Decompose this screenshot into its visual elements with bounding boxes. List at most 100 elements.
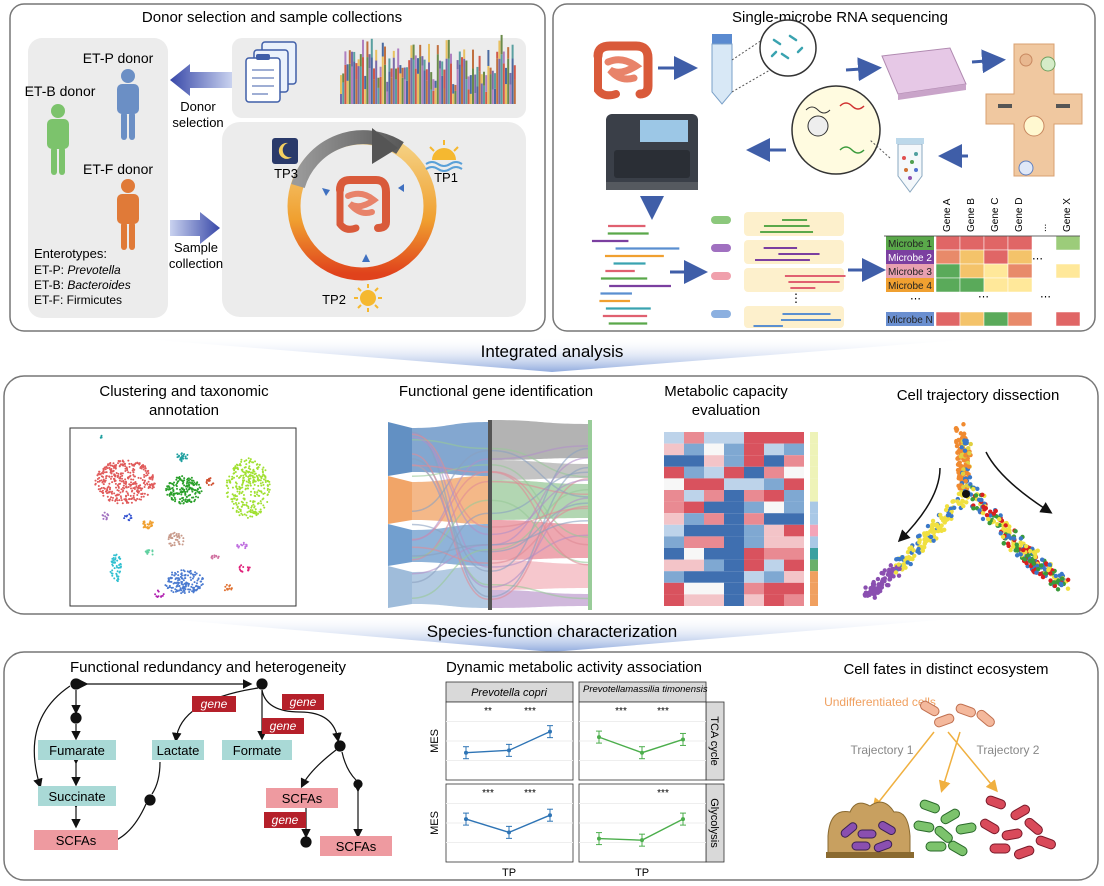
umap-point bbox=[175, 585, 178, 588]
umap-point bbox=[178, 578, 181, 581]
heatmap-annotation-cell bbox=[810, 559, 818, 572]
barcode-bar bbox=[340, 93, 342, 104]
umap-point bbox=[115, 497, 118, 500]
umap-point bbox=[137, 491, 140, 494]
umap-point bbox=[259, 482, 262, 485]
umap-point bbox=[225, 484, 228, 487]
umap-point bbox=[253, 483, 256, 486]
umap-point bbox=[240, 458, 243, 461]
trajectory-point bbox=[942, 518, 947, 524]
umap-point bbox=[96, 478, 99, 481]
barcode-bar bbox=[476, 86, 479, 104]
sankey-thread bbox=[411, 546, 489, 564]
umap-point bbox=[100, 434, 103, 437]
heatmap-cell bbox=[704, 443, 724, 456]
umap-point bbox=[231, 477, 234, 480]
umap-point bbox=[185, 487, 188, 490]
barcode-bar bbox=[487, 49, 490, 66]
trajectory-point bbox=[1023, 543, 1029, 549]
tp3-label: TP3 bbox=[274, 166, 298, 181]
fumarate-node bbox=[38, 740, 116, 760]
umap-point bbox=[169, 535, 172, 538]
barcode-bar bbox=[494, 88, 496, 104]
umap-point bbox=[213, 556, 216, 559]
umap-point bbox=[160, 595, 163, 598]
umap-point bbox=[174, 498, 177, 501]
trajectory-point bbox=[1039, 557, 1045, 562]
facet-point bbox=[548, 813, 552, 818]
umap-point bbox=[118, 464, 121, 467]
magnified-view-icon bbox=[759, 19, 817, 77]
umap-point bbox=[185, 495, 188, 498]
umap-point bbox=[244, 487, 247, 490]
umap-point bbox=[249, 484, 252, 487]
barcode-bar bbox=[342, 73, 345, 83]
umap-point bbox=[253, 491, 256, 494]
barcode-bar bbox=[353, 51, 356, 62]
umap-point bbox=[127, 471, 130, 474]
umap-point bbox=[140, 495, 143, 498]
umap-point bbox=[149, 525, 152, 528]
trajectory-point bbox=[986, 516, 991, 522]
umap-point bbox=[144, 469, 147, 472]
umap-point bbox=[167, 538, 170, 541]
heatmap-cell bbox=[724, 490, 744, 502]
umap-point bbox=[177, 533, 180, 536]
umap-point bbox=[189, 572, 192, 575]
matrix-cell bbox=[1007, 263, 1033, 279]
ellipsis-vertical: ⋮ bbox=[790, 291, 802, 305]
umap-point bbox=[187, 479, 190, 482]
barcode-bar bbox=[357, 66, 360, 104]
umap-point bbox=[237, 511, 240, 514]
trajectory-point bbox=[997, 517, 1002, 522]
umap-point bbox=[102, 483, 105, 486]
umap-point bbox=[130, 481, 133, 484]
umap-point bbox=[134, 481, 137, 484]
heatmap-cell bbox=[704, 501, 724, 514]
heatmap-cell bbox=[664, 594, 684, 606]
umap-point bbox=[151, 550, 154, 553]
umap-point bbox=[251, 509, 254, 512]
umap-point bbox=[242, 476, 245, 479]
trajectory-point bbox=[958, 448, 964, 454]
trajectory-point bbox=[1053, 573, 1059, 579]
umap-point bbox=[117, 486, 120, 489]
umap-point bbox=[125, 485, 128, 488]
umap-point bbox=[121, 472, 124, 475]
barcode-bar bbox=[377, 87, 380, 104]
heatmap-cell bbox=[784, 501, 804, 514]
umap-point bbox=[249, 482, 252, 485]
umap-point bbox=[215, 555, 218, 558]
sample-collection-label-1: Sample bbox=[174, 240, 218, 255]
umap-point bbox=[136, 462, 139, 465]
trajectory-point bbox=[977, 508, 982, 513]
umap-point bbox=[201, 583, 204, 586]
umap-point bbox=[252, 512, 255, 515]
lysis-circle-icon bbox=[791, 85, 881, 175]
umap-point bbox=[191, 590, 194, 593]
umap-point bbox=[168, 482, 171, 485]
umap-point bbox=[251, 475, 254, 478]
trajectory-point bbox=[912, 553, 917, 559]
tp-xlabel-right: TP bbox=[635, 867, 649, 879]
umap-point bbox=[174, 500, 177, 503]
matrix-cell bbox=[1055, 311, 1081, 327]
umap-point bbox=[116, 570, 119, 573]
umap-point bbox=[181, 580, 184, 583]
trajectory-point bbox=[917, 537, 922, 543]
umap-point bbox=[117, 575, 120, 578]
barcode-bar bbox=[472, 68, 474, 104]
umap-point bbox=[106, 495, 109, 498]
enterotypes-heading: Enterotypes: bbox=[34, 246, 107, 261]
umap-point bbox=[264, 481, 267, 484]
trajectory-point bbox=[1056, 578, 1061, 583]
umap-point bbox=[121, 463, 124, 466]
umap-point bbox=[249, 493, 252, 496]
barcode-bar bbox=[509, 72, 512, 85]
umap-point bbox=[124, 467, 127, 470]
umap-point bbox=[104, 515, 107, 518]
heatmap-cell bbox=[724, 594, 744, 606]
umap-point bbox=[99, 436, 102, 439]
umap-point bbox=[258, 474, 261, 477]
umap-point bbox=[231, 493, 234, 496]
